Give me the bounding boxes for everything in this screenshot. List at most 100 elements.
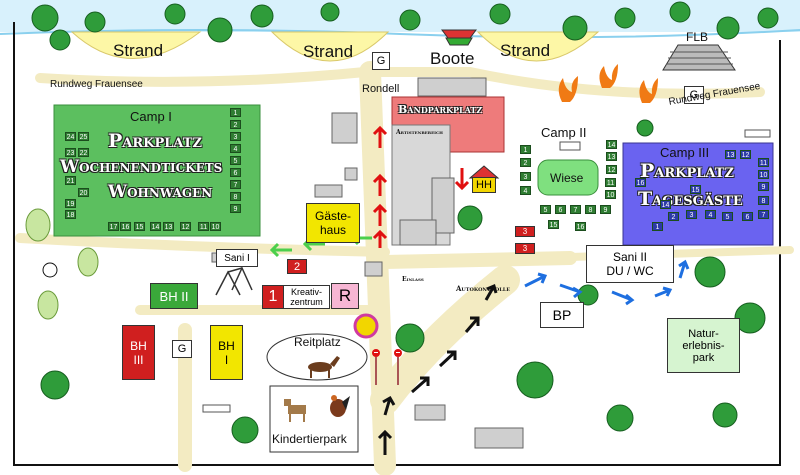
bh-1-line-1: BH [218,338,235,353]
wiese-label: Wiese [550,171,584,185]
tent-marker: 12 [180,222,191,231]
tent-marker: 10 [210,222,221,231]
black-arrows [377,283,498,455]
camp-3-parkplatz: Parkplatz [640,160,734,182]
tent-marker: 20 [78,188,89,197]
tent-marker: 23 [65,148,76,157]
area-3-box-b: 3 [515,243,535,254]
red-arrows [372,125,470,248]
tent-marker: 9 [758,182,769,191]
tent-marker: 6 [555,205,566,214]
sani-2: Sani II DU / WC [586,245,674,283]
helipad-icon [353,313,379,339]
hh-hut: HH [472,177,496,193]
garage-bottom-left: G [172,340,192,358]
kindertierpark-box [269,385,359,453]
autokontrolle-label: Autokontrolle [456,284,511,293]
tent-marker: 6 [742,212,753,221]
rooster-icon [330,395,350,417]
tent-marker: 4 [520,186,531,195]
tent-marker: 18 [65,210,76,219]
sani-1: Sani I [216,249,258,267]
tent-marker: 9 [230,204,241,213]
tent-marker: 2 [668,212,679,221]
goat-icon [284,399,306,422]
bh-3-line-2: III [133,352,144,367]
tent-marker: 12 [740,150,751,159]
tent-marker: 15 [548,220,559,229]
wiese-area [537,159,599,196]
einlass-label: Einlass [402,276,424,283]
tent-marker: 7 [758,210,769,219]
tent-marker: 17 [108,222,119,231]
tent-marker: 5 [540,205,551,214]
tent-marker: 14 [660,200,671,209]
tent-marker: 15 [690,185,701,194]
tent-marker: 19 [65,199,76,208]
tent-marker: 16 [120,222,131,231]
kreativzentrum-line-1: Kreativ- [290,287,322,297]
tent-marker: 5 [230,156,241,165]
reitplatz-oval [266,333,368,381]
boats-label: Boote [430,49,475,68]
bp-box: BP [540,302,584,328]
kreativzentrum: Kreativ- zentrum [284,285,330,309]
tent-marker: 12 [606,165,617,174]
tent-marker: 22 [78,148,89,157]
camp-2-title: Camp II [541,125,587,140]
tent-marker: 8 [758,196,769,205]
camp-1-area [53,104,261,237]
blue-arrows [524,259,690,306]
tent-marker: 4 [705,210,716,219]
tent-marker: 1 [652,222,663,231]
lakeshore [0,29,800,39]
no-entry-signs [372,349,402,385]
flb-stage [662,44,736,71]
naturerlebnispark-line-3: park [692,351,715,364]
garage-top-center: G [372,52,390,70]
bench-icons [202,129,771,413]
camp-1-wochenendtickets: Wochenendtickets [60,157,223,177]
camp-1-parkplatz: Parkplatz [108,130,202,152]
beach-label-1: Strand [113,41,164,60]
r-box: R [331,283,359,309]
boats [441,29,477,46]
area-3-box-a: 3 [515,226,535,237]
bh-3: BH III [122,325,155,380]
rundweg-label-left: Rundweg Frauensee [50,79,143,90]
tent-marker: 11 [198,222,209,231]
bh-1: BH I [210,325,243,380]
tent-marker: 11 [758,158,769,167]
tent-marker: 13 [606,152,617,161]
camp-3-area [622,142,774,246]
tent-marker: 16 [575,222,586,231]
sani-2-line-1: Sani II [612,250,648,264]
bh-3-line-1: BH [130,338,147,353]
tent-marker: 3 [686,210,697,219]
buildings [211,77,524,449]
tent-marker: 13 [725,150,736,159]
tent-marker: 24 [65,132,76,141]
bandparkplatz-label: Bandparkplatz [398,103,483,116]
gaestehaus: Gäste- haus [306,203,360,243]
tent-marker: 14 [150,222,161,231]
tent-marker: 1 [230,108,241,117]
camp-1-wohnwagen: Wohnwagen [108,182,213,202]
rondell-label: Rondell [362,83,400,95]
beach-label-2: Strand [303,42,354,61]
tent-marker: 3 [230,132,241,141]
tent-marker: 14 [606,140,617,149]
beach-label-3: Strand [500,41,551,60]
sani-2-line-2: DU / WC [606,264,654,278]
tent-marker: 3 [520,172,531,181]
camp-3-title: Camp III [660,145,710,160]
tent-marker: 6 [230,168,241,177]
tent-marker: 21 [65,176,76,185]
tent-marker: 8 [230,192,241,201]
football-icon [42,262,58,278]
naturerlebnispark: Natur- erlebnis- park [667,318,740,373]
artistenbereich-label: Artistenbereich [396,129,443,136]
tent-marker: 16 [635,178,646,187]
beach-3 [476,31,600,62]
